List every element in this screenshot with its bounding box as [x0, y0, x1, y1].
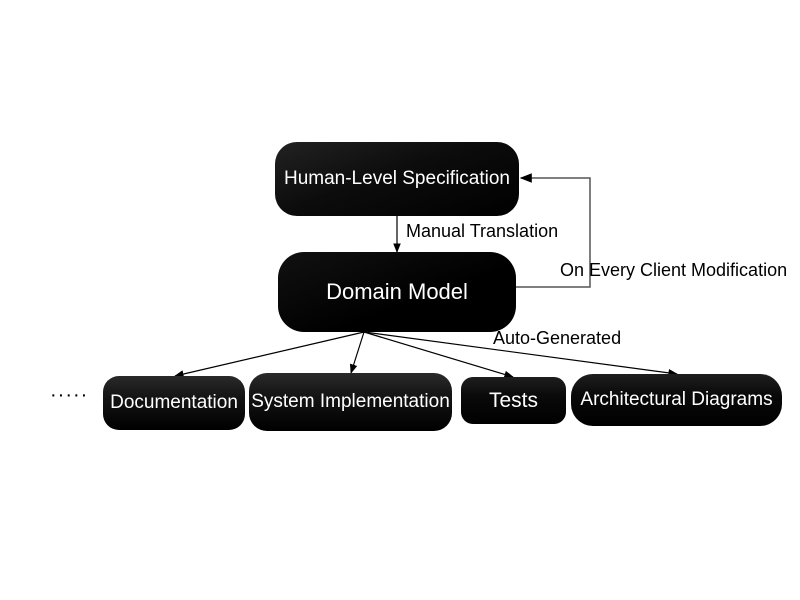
edge-to-documentation [174, 331, 365, 378]
label-on-every-client-modification: On Every Client Modification [560, 260, 788, 280]
node-system-implementation[interactable]: System Implementation [249, 373, 452, 431]
edge-to-tests [363, 331, 514, 379]
ellipsis-more: ····· [50, 384, 89, 406]
edge-to-system-implementation [349, 331, 365, 374]
node-architectural-diagrams[interactable]: Architectural Diagrams [571, 374, 782, 426]
node-domain-model[interactable]: Domain Model [278, 252, 516, 332]
node-human-level-specification[interactable]: Human-Level Specification [275, 142, 519, 216]
node-documentation[interactable]: Documentation [103, 376, 245, 430]
edge-to-architectural-diagrams [363, 331, 678, 377]
node-tests[interactable]: Tests [461, 377, 566, 424]
label-manual-translation: Manual Translation [406, 221, 559, 241]
edge-client-modification [516, 173, 591, 288]
label-auto-generated: Auto-Generated [493, 328, 622, 348]
